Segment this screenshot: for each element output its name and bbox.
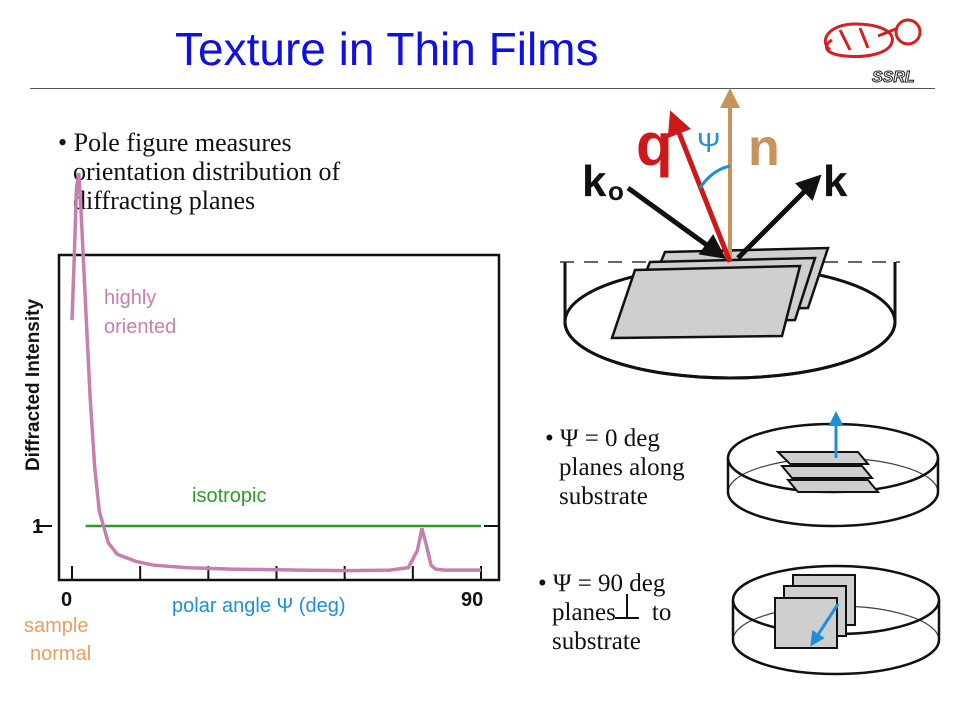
psi0-line-3: substrate <box>559 483 648 510</box>
series-highly-oriented-line <box>70 172 481 573</box>
y-axis-label: Diffracted Intensity <box>23 299 44 472</box>
psi90-planes: planes <box>552 599 616 626</box>
sample-normal-line-2: normal <box>30 643 91 665</box>
x-axis-label: polar angle Ψ (deg) <box>172 595 345 617</box>
bullet-pole-figure: • Pole figure measures orientation distr… <box>58 128 340 215</box>
sample-normal-line-1: sample <box>24 615 88 637</box>
bullet-psi-90: • Ψ = 90 deg planes to substrate <box>538 569 671 656</box>
logo-text: SSRL <box>872 69 915 86</box>
bullet-line-2: orientation distribution of <box>73 157 341 186</box>
psi0-line-2: planes along <box>559 454 685 481</box>
page-title: Texture in Thin Films <box>175 23 599 75</box>
psi90-line-2: planes to <box>538 594 672 627</box>
psi0-line-1: • Ψ = 0 deg <box>545 425 660 452</box>
psi90-to: to <box>651 599 672 626</box>
legend-isotropic: isotropic <box>192 485 266 507</box>
legend-highly: highly <box>104 287 156 309</box>
ssrl-logo: SSRL <box>823 18 922 87</box>
bullet-line-3: diffracting planes <box>73 186 256 215</box>
legend-oriented: oriented <box>104 316 176 338</box>
bullet-psi-0: • Ψ = 0 deg planes along substrate <box>545 424 685 511</box>
bullet-line-1: • Pole figure measures <box>58 128 292 157</box>
plot-frame <box>57 253 501 582</box>
title-divider <box>30 88 935 89</box>
psi90-line-1: • Ψ = 90 deg <box>538 570 666 597</box>
y-tick-label-1: 1 <box>32 516 43 538</box>
psi90-line-3: substrate <box>552 628 641 655</box>
x-tick-label-90: 90 <box>461 589 483 611</box>
x-tick-label-0: 0 <box>61 589 72 611</box>
